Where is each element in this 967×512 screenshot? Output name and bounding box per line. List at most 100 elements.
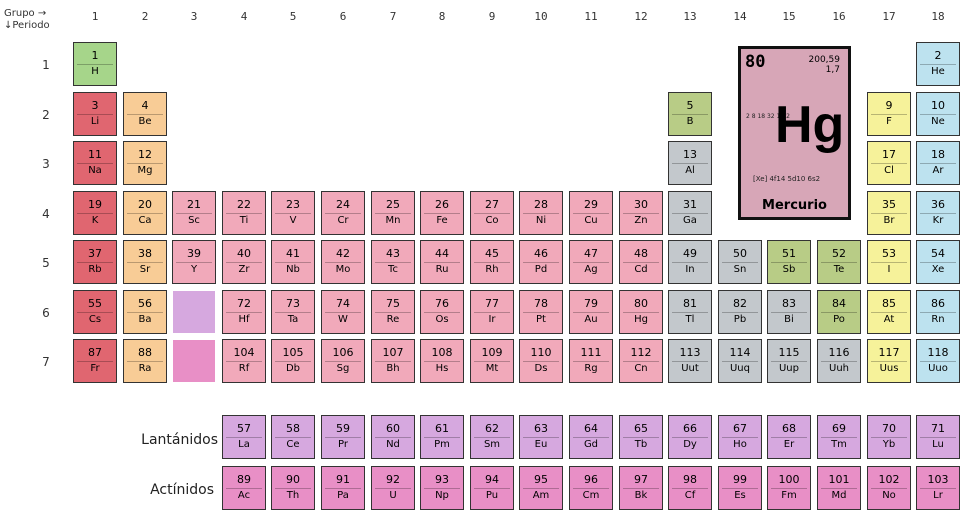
element-cell-hs[interactable]: 108Hs [420,339,464,383]
element-cell-eu[interactable]: 63Eu [519,415,563,459]
element-cell-md[interactable]: 101Md [817,466,861,510]
element-cell-zr[interactable]: 40Zr [222,240,266,284]
element-cell-pu[interactable]: 94Pu [470,466,514,510]
element-cell-pm[interactable]: 61Pm [420,415,464,459]
element-cell-cn[interactable]: 112Cn [619,339,663,383]
element-cell-ra[interactable]: 88Ra [123,339,167,383]
element-cell-sg[interactable]: 106Sg [321,339,365,383]
element-cell-db[interactable]: 105Db [271,339,315,383]
element-cell-ta[interactable]: 73Ta [271,290,315,334]
element-cell-pb[interactable]: 82Pb [718,290,762,334]
element-cell-co[interactable]: 27Co [470,191,514,235]
element-cell-bk[interactable]: 97Bk [619,466,663,510]
element-cell-yb[interactable]: 70Yb [867,415,911,459]
element-cell-mg[interactable]: 12Mg [123,141,167,185]
element-cell-mo[interactable]: 42Mo [321,240,365,284]
element-cell-i[interactable]: 53I [867,240,911,284]
element-cell-sc[interactable]: 21Sc [172,191,216,235]
element-cell-he[interactable]: 2He [916,42,960,86]
element-cell-lu[interactable]: 71Lu [916,415,960,459]
element-cell-ir[interactable]: 77Ir [470,290,514,334]
element-cell-np[interactable]: 93Np [420,466,464,510]
element-cell-sn[interactable]: 50Sn [718,240,762,284]
element-cell-uuo[interactable]: 118Uuo [916,339,960,383]
element-cell-hg[interactable]: 80Hg [619,290,663,334]
element-cell-k[interactable]: 19K [73,191,117,235]
element-cell-in[interactable]: 49In [668,240,712,284]
element-cell-cm[interactable]: 96Cm [569,466,613,510]
element-cell-rg[interactable]: 111Rg [569,339,613,383]
element-cell-rn[interactable]: 86Rn [916,290,960,334]
element-cell-cs[interactable]: 55Cs [73,290,117,334]
element-cell-la[interactable]: 57La [222,415,266,459]
element-cell-tc[interactable]: 43Tc [371,240,415,284]
element-cell-th[interactable]: 90Th [271,466,315,510]
element-cell-am[interactable]: 95Am [519,466,563,510]
element-cell-ho[interactable]: 67Ho [718,415,762,459]
element-cell-fr[interactable]: 87Fr [73,339,117,383]
element-cell-cd[interactable]: 48Cd [619,240,663,284]
element-cell-u[interactable]: 92U [371,466,415,510]
element-cell-tm[interactable]: 69Tm [817,415,861,459]
element-cell-uuh[interactable]: 116Uuh [817,339,861,383]
element-cell-li[interactable]: 3Li [73,92,117,136]
element-cell-no[interactable]: 102No [867,466,911,510]
element-cell-y[interactable]: 39Y [172,240,216,284]
element-cell-ga[interactable]: 31Ga [668,191,712,235]
element-cell-es[interactable]: 99Es [718,466,762,510]
element-cell-sr[interactable]: 38Sr [123,240,167,284]
element-cell-fe[interactable]: 26Fe [420,191,464,235]
element-cell-sb[interactable]: 51Sb [767,240,811,284]
element-cell-te[interactable]: 52Te [817,240,861,284]
element-cell-zn[interactable]: 30Zn [619,191,663,235]
element-cell-os[interactable]: 76Os [420,290,464,334]
element-cell-pt[interactable]: 78Pt [519,290,563,334]
element-cell-fm[interactable]: 100Fm [767,466,811,510]
element-cell-w[interactable]: 74W [321,290,365,334]
element-cell-ne[interactable]: 10Ne [916,92,960,136]
element-cell-cl[interactable]: 17Cl [867,141,911,185]
element-cell-pa[interactable]: 91Pa [321,466,365,510]
element-cell-tl[interactable]: 81Tl [668,290,712,334]
element-cell-cu[interactable]: 29Cu [569,191,613,235]
element-cell-cr[interactable]: 24Cr [321,191,365,235]
element-cell-b[interactable]: 5B [668,92,712,136]
element-cell-re[interactable]: 75Re [371,290,415,334]
element-cell-na[interactable]: 11Na [73,141,117,185]
element-cell-nb[interactable]: 41Nb [271,240,315,284]
element-cell-hf[interactable]: 72Hf [222,290,266,334]
element-cell-at[interactable]: 85At [867,290,911,334]
element-cell-uus[interactable]: 117Uus [867,339,911,383]
element-cell-ds[interactable]: 110Ds [519,339,563,383]
element-cell-f[interactable]: 9F [867,92,911,136]
element-cell-ar[interactable]: 18Ar [916,141,960,185]
element-cell-rf[interactable]: 104Rf [222,339,266,383]
element-cell-ac[interactable]: 89Ac [222,466,266,510]
element-cell-br[interactable]: 35Br [867,191,911,235]
element-cell-be[interactable]: 4Be [123,92,167,136]
element-cell-rh[interactable]: 45Rh [470,240,514,284]
element-cell-dy[interactable]: 66Dy [668,415,712,459]
element-cell-kr[interactable]: 36Kr [916,191,960,235]
element-cell-h[interactable]: 1H [73,42,117,86]
element-cell-nd[interactable]: 60Nd [371,415,415,459]
element-cell-ce[interactable]: 58Ce [271,415,315,459]
element-cell-pr[interactable]: 59Pr [321,415,365,459]
element-cell-mn[interactable]: 25Mn [371,191,415,235]
element-cell-cf[interactable]: 98Cf [668,466,712,510]
element-cell-gd[interactable]: 64Gd [569,415,613,459]
element-cell-al[interactable]: 13Al [668,141,712,185]
element-cell-rb[interactable]: 37Rb [73,240,117,284]
element-cell-ti[interactable]: 22Ti [222,191,266,235]
element-cell-uup[interactable]: 115Uup [767,339,811,383]
element-cell-ca[interactable]: 20Ca [123,191,167,235]
element-cell-er[interactable]: 68Er [767,415,811,459]
element-cell-po[interactable]: 84Po [817,290,861,334]
element-cell-ni[interactable]: 28Ni [519,191,563,235]
element-cell-pd[interactable]: 46Pd [519,240,563,284]
element-cell-xe[interactable]: 54Xe [916,240,960,284]
element-cell-ag[interactable]: 47Ag [569,240,613,284]
element-cell-ru[interactable]: 44Ru [420,240,464,284]
element-cell-uuq[interactable]: 114Uuq [718,339,762,383]
element-cell-sm[interactable]: 62Sm [470,415,514,459]
